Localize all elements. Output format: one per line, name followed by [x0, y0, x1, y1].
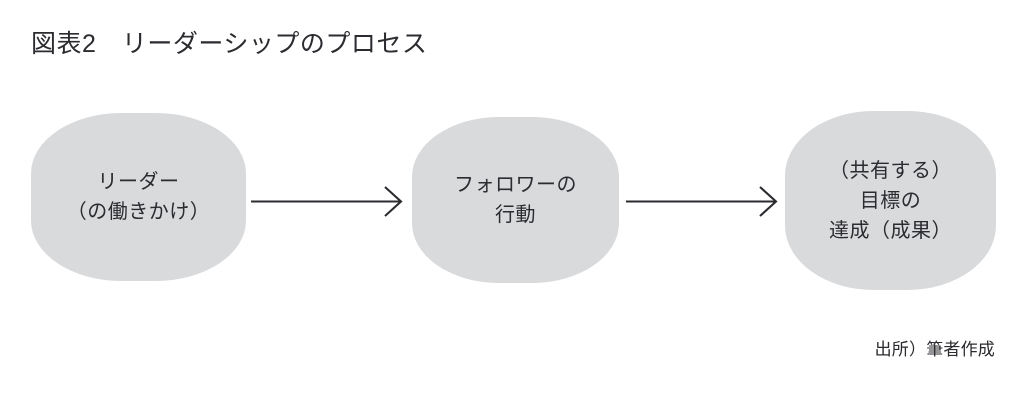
node-goal-line-2: 目標の — [859, 189, 922, 212]
arrow-leader-to-follower — [251, 186, 403, 217]
source-note: 出所）筆者作成 — [874, 340, 995, 359]
figure-title: 図表2 リーダーシップのプロセス — [31, 30, 428, 58]
diagram-node-goal: （共有する） 目標の 達成（成果） — [785, 111, 996, 290]
node-follower-line-2: 行動 — [495, 204, 536, 226]
arrow-follower-to-goal — [626, 186, 778, 217]
node-leader-line-1: リーダー — [97, 171, 180, 193]
node-goal-line-1: （共有する） — [829, 159, 952, 182]
diagram-node-follower: フォロワーの 行動 — [412, 117, 619, 283]
node-goal-line-3: 達成（成果） — [829, 219, 952, 242]
node-leader-line-2: （の働きかけ） — [66, 201, 211, 223]
diagram-node-leader: リーダー （の働きかけ） — [31, 113, 246, 281]
node-follower-line-1: フォロワーの — [454, 174, 577, 196]
